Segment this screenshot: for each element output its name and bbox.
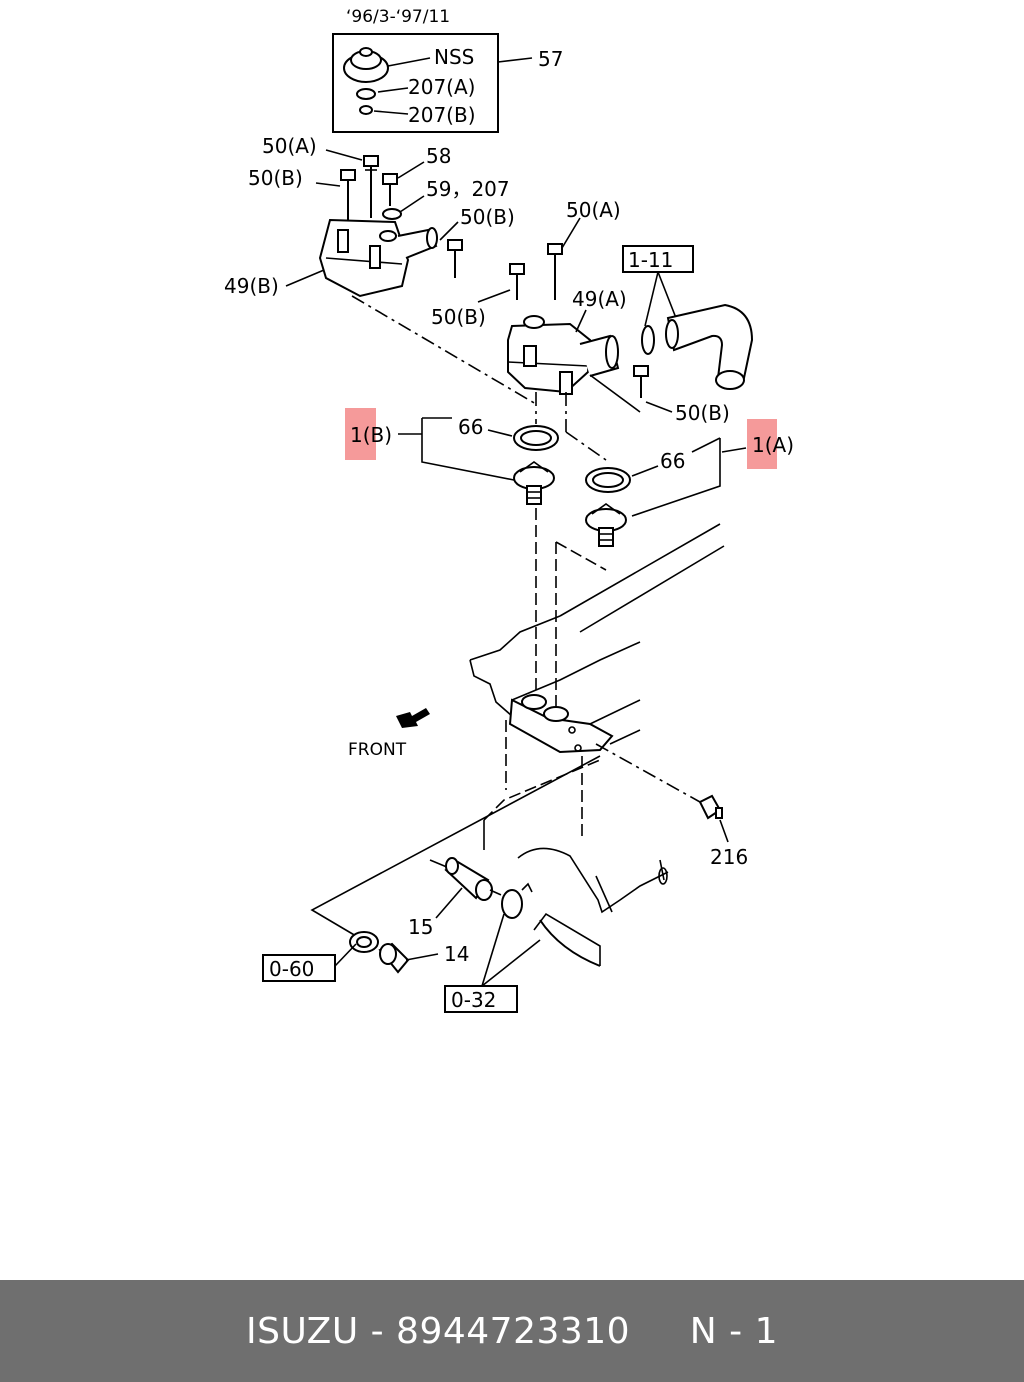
callout-49b: 49(B) <box>224 274 279 298</box>
callout-49a: 49(A) <box>572 287 627 311</box>
plug-14-part <box>378 942 410 974</box>
callout-0-32: 0-32 <box>451 988 496 1012</box>
nss-cap-part <box>343 47 389 83</box>
callout-66-left: 66 <box>458 415 483 439</box>
radiator-hose-part <box>666 303 754 379</box>
callout-0-60: 0-60 <box>269 957 314 981</box>
thermostat-1a-group: 1(A) 66 <box>585 419 794 547</box>
callout-1a: 1(A) <box>752 433 794 457</box>
callout-57: 57 <box>538 47 563 71</box>
o-ring-207a-part <box>356 88 376 100</box>
parts-diagram: ‘96/3-‘97/11 NSS 207(A) 207(B) 57 50(A) … <box>224 7 794 1013</box>
callout-50a-right: 50(A) <box>566 198 621 222</box>
highlight-1a <box>747 419 777 469</box>
callout-207a: 207(A) <box>408 75 475 99</box>
callout-50b-mid: 50(B) <box>460 205 515 229</box>
lower-parts: 15 14 0-60 0-32 <box>262 755 601 1013</box>
front-arrow-icon <box>396 708 430 728</box>
thermostat-housing-49b: 49(B) <box>224 218 438 298</box>
callout-nss: NSS <box>434 45 474 69</box>
callout-207b: 207(B) <box>408 103 476 127</box>
thermostat-1b-group: 1(B) 66 <box>345 408 559 505</box>
callout-14: 14 <box>444 942 469 966</box>
front-label: FRONT <box>348 740 407 760</box>
callout-15: 15 <box>408 915 433 939</box>
upper-left-bolts: 50(A) 50(B) 58 59，207 50(B) <box>248 134 515 278</box>
callout-1-11: 1-11 <box>628 248 673 272</box>
callout-59-207: 59，207 <box>426 177 510 201</box>
thermostat-housing-49a: 49(A) 50(B) <box>507 287 730 425</box>
footer-part-label: ISUZU - 8944723310 N - 1 <box>245 1310 779 1352</box>
hose-clamp-part <box>641 325 655 355</box>
callout-50b-right: 50(B) <box>675 401 730 425</box>
thermostat-1a-part <box>585 503 627 547</box>
footer-bar: ISUZU - 8944723310 N - 1 <box>0 1280 1024 1382</box>
o-ring-207b-part <box>359 105 373 115</box>
callout-216: 216 <box>710 845 748 869</box>
callout-1b: 1(B) <box>350 423 392 447</box>
front-arrow-group: FRONT <box>348 708 430 760</box>
callout-50b-left: 50(B) <box>248 166 303 190</box>
callout-0-60-box <box>262 954 336 982</box>
clamp-0-32-part <box>501 889 523 919</box>
gasket-59-part <box>382 208 402 220</box>
callout-0-32-box <box>444 985 518 1013</box>
thermostat-1b-part <box>513 461 555 505</box>
hose-assembly: 1-11 <box>622 245 754 390</box>
nss-kit-box <box>332 33 499 133</box>
callout-50b-lower: 50(B) <box>431 305 486 329</box>
upper-right-bolts: 50(A) 50(B) <box>431 198 621 329</box>
callout-58: 58 <box>426 144 451 168</box>
drain-plug-216: 216 <box>595 743 748 869</box>
pipe-15-part <box>444 857 493 901</box>
highlight-1b <box>345 408 376 460</box>
date-range-label: ‘96/3-‘97/11 <box>346 7 450 27</box>
callout-66-right: 66 <box>660 449 685 473</box>
nss-kit-inset: ‘96/3-‘97/11 NSS 207(A) 207(B) 57 <box>332 7 563 133</box>
engine-block <box>469 523 725 967</box>
callout-50a-top: 50(A) <box>262 134 317 158</box>
